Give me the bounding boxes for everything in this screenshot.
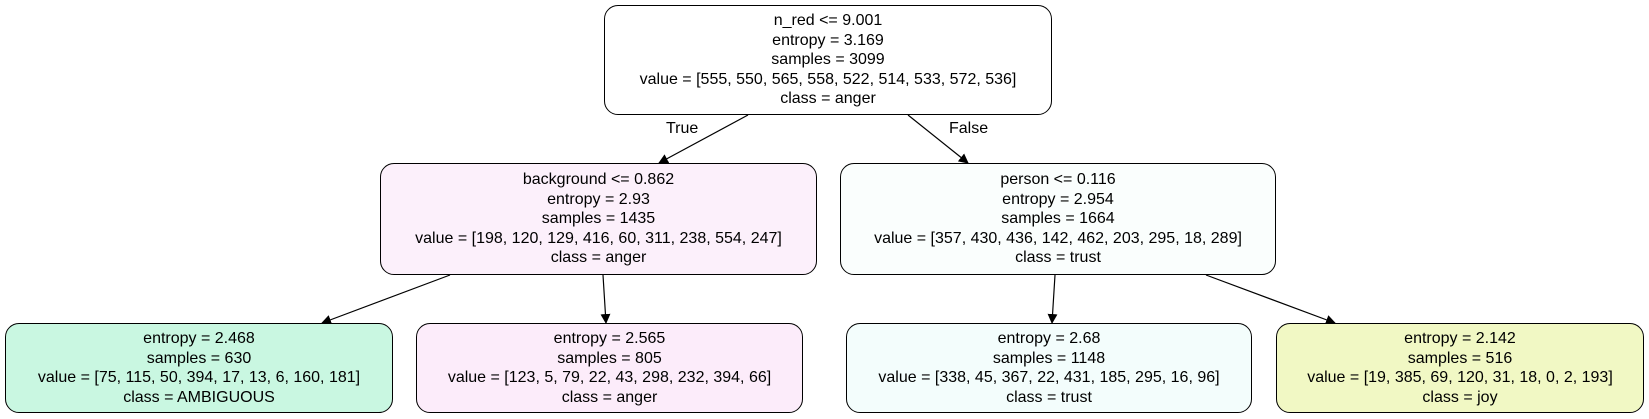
tree-node-root: n_red <= 9.001 entropy = 3.169 samples =… [604, 5, 1052, 115]
edge-left-lr [600, 274, 611, 324]
node-split: person <= 0.116 [1000, 171, 1116, 189]
node-samples: samples = 1148 [992, 349, 1106, 367]
node-value: value = [75, 115, 50, 394, 17, 13, 6, 16… [37, 369, 361, 386]
tree-node-leaf-rl: entropy = 2.68 samples = 1148 value = [3… [846, 323, 1252, 413]
node-samples: samples = 3099 [771, 51, 885, 69]
node-entropy: entropy = 2.468 [143, 330, 255, 347]
edge-left-ll [321, 274, 451, 325]
tree-node-leaf-ll: entropy = 2.468 samples = 630 value = [7… [5, 323, 393, 413]
node-value: value = [338, 45, 367, 22, 431, 185, 295… [878, 369, 1220, 386]
node-split: n_red <= 9.001 [773, 12, 883, 30]
node-entropy: entropy = 2.565 [553, 330, 666, 347]
edge-root-left [658, 114, 749, 164]
node-class: class = joy [1422, 388, 1498, 406]
node-entropy: entropy = 3.169 [772, 31, 884, 49]
tree-node-right: person <= 0.116 entropy = 2.954 samples … [840, 163, 1276, 275]
node-class: class = anger [550, 249, 647, 267]
node-samples: samples = 805 [557, 349, 662, 367]
node-class: class = anger [561, 388, 658, 406]
tree-node-leaf-rr: entropy = 2.142 samples = 516 value = [1… [1276, 323, 1644, 413]
edge-root-right [907, 114, 969, 164]
node-value: value = [198, 120, 129, 416, 60, 311, 23… [415, 229, 782, 247]
node-value: value = [19, 385, 69, 120, 31, 18, 0, 2,… [1307, 369, 1613, 386]
node-value: value = [123, 5, 79, 22, 43, 298, 232, 3… [447, 369, 772, 386]
node-entropy: entropy = 2.93 [547, 190, 650, 208]
edge-label-false: False [949, 120, 989, 137]
node-entropy: entropy = 2.142 [1404, 330, 1516, 347]
node-class: class = trust [1015, 249, 1101, 267]
node-samples: samples = 1664 [1001, 210, 1115, 228]
node-class: class = AMBIGUOUS [123, 388, 275, 406]
node-samples: samples = 516 [1407, 349, 1513, 367]
node-split: background <= 0.862 [522, 171, 675, 189]
node-value: value = [555, 550, 565, 558, 522, 514, 5… [639, 70, 1017, 88]
tree-node-left: background <= 0.862 entropy = 2.93 sampl… [380, 163, 817, 275]
edge-right-rr [1205, 274, 1336, 325]
node-entropy: entropy = 2.954 [1002, 190, 1114, 208]
node-samples: samples = 1435 [541, 210, 656, 228]
node-entropy: entropy = 2.68 [997, 330, 1101, 347]
node-samples: samples = 630 [146, 349, 252, 367]
tree-node-leaf-lr: entropy = 2.565 samples = 805 value = [1… [416, 323, 803, 413]
node-class: class = anger [780, 90, 876, 108]
node-value: value = [357, 430, 436, 142, 462, 203, 2… [874, 229, 1242, 247]
edge-label-true: True [666, 120, 699, 137]
edge-right-rl [1047, 274, 1058, 324]
node-class: class = trust [1006, 388, 1092, 406]
